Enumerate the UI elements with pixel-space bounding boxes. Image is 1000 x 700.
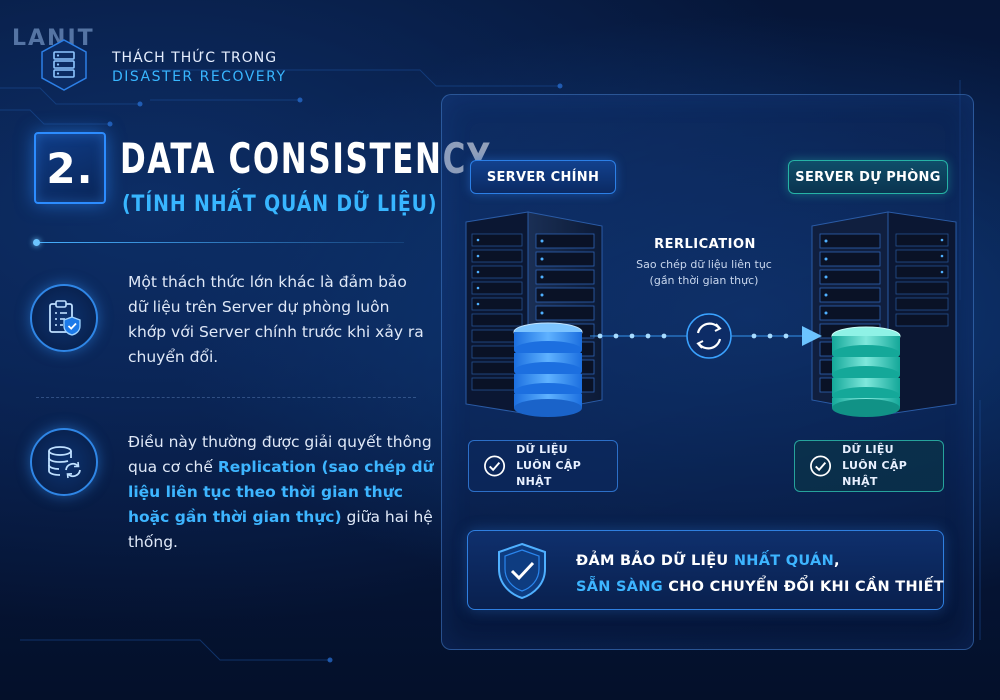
replication-highlight: Replication (sao chép dữ liệu liên tục t… <box>128 458 434 526</box>
paragraph-consistency: Một thách thức lớn khác là đảm bảo dữ li… <box>128 273 424 366</box>
summary-l1-part1: ĐẢM BẢO DỮ LIỆU <box>576 553 734 569</box>
summary-line-2: SẴN SÀNG CHO CHUYỂN ĐỔI KHI CẦN THIẾT <box>576 574 944 600</box>
replication-text-after: giữa hai hệ thống. <box>128 508 433 551</box>
main-status-box: DỮ LIỆU LUÔN CẬP NHẬT <box>468 440 618 492</box>
section-title: DATA CONSISTENCY <box>120 134 492 183</box>
main-status-line-1: DỮ LIỆU <box>516 443 568 456</box>
section-number-box: 2. <box>34 132 106 204</box>
summary-box: ĐẢM BẢO DỮ LIỆU NHẤT QUÁN, SẴN SÀNG CHO … <box>467 530 944 610</box>
sync-arrows-icon <box>686 313 732 359</box>
backup-status-line-1: DỮ LIỆU <box>842 443 894 456</box>
paragraph-divider <box>36 397 416 398</box>
summary-line-1: ĐẢM BẢO DỮ LIỆU NHẤT QUÁN, <box>576 548 944 574</box>
backup-server-rack <box>811 211 957 417</box>
summary-l2-highlight: SẴN SÀNG <box>576 579 663 595</box>
summary-l1-highlight: NHẤT QUÁN <box>733 553 835 569</box>
backup-status-line-2: LUÔN CẬP NHẬT <box>842 459 908 488</box>
section-underline <box>33 239 404 246</box>
main-server-label: SERVER CHÍNH <box>470 160 616 194</box>
summary-l1-part2: , <box>834 553 840 569</box>
replication-text-before: Điều này thường được giải quyết thông qu… <box>128 433 432 476</box>
main-status-line-2: LUÔN CẬP NHẬT <box>516 459 582 488</box>
replication-flow-arrow <box>590 313 822 359</box>
paragraph-replication: Điều này thường được giải quyết thông qu… <box>128 430 438 555</box>
backup-server-label: SERVER DỰ PHÒNG <box>788 160 948 194</box>
clipboard-shield-icon <box>30 284 98 352</box>
section-number: 2. <box>46 143 94 193</box>
check-circle-icon <box>810 455 832 477</box>
replication-description: Sao chép dữ liệu liên tục (gần thời gian… <box>618 257 790 289</box>
check-circle-icon <box>484 455 506 477</box>
header-title: THÁCH THỨC TRONG DISASTER RECOVERY <box>112 50 287 85</box>
main-server-rack <box>465 211 603 417</box>
replication-title: RERLICATION <box>654 237 756 252</box>
summary-l2-part2: CHO CHUYỂN ĐỔI KHI CẦN THIẾT <box>662 579 944 595</box>
database-sync-icon <box>30 428 98 496</box>
main-status-text: DỮ LIỆU LUÔN CẬP NHẬT <box>516 442 617 490</box>
summary-text: ĐẢM BẢO DỮ LIỆU NHẤT QUÁN, SẴN SÀNG CHO … <box>576 548 944 600</box>
backup-status-box: DỮ LIỆU LUÔN CẬP NHẬT <box>794 440 944 492</box>
header-line-1: THÁCH THỨC TRONG <box>112 50 278 66</box>
section-subtitle: (TÍNH NHẤT QUÁN DỮ LIỆU) <box>122 192 438 217</box>
header-line-2: DISASTER RECOVERY <box>112 69 287 85</box>
shield-check-icon <box>498 542 546 600</box>
server-stack-icon <box>41 39 87 91</box>
replication-desc-line-2: (gần thời gian thực) <box>649 274 759 287</box>
replication-desc-line-1: Sao chép dữ liệu liên tục <box>636 258 772 271</box>
backup-status-text: DỮ LIỆU LUÔN CẬP NHẬT <box>842 442 943 490</box>
